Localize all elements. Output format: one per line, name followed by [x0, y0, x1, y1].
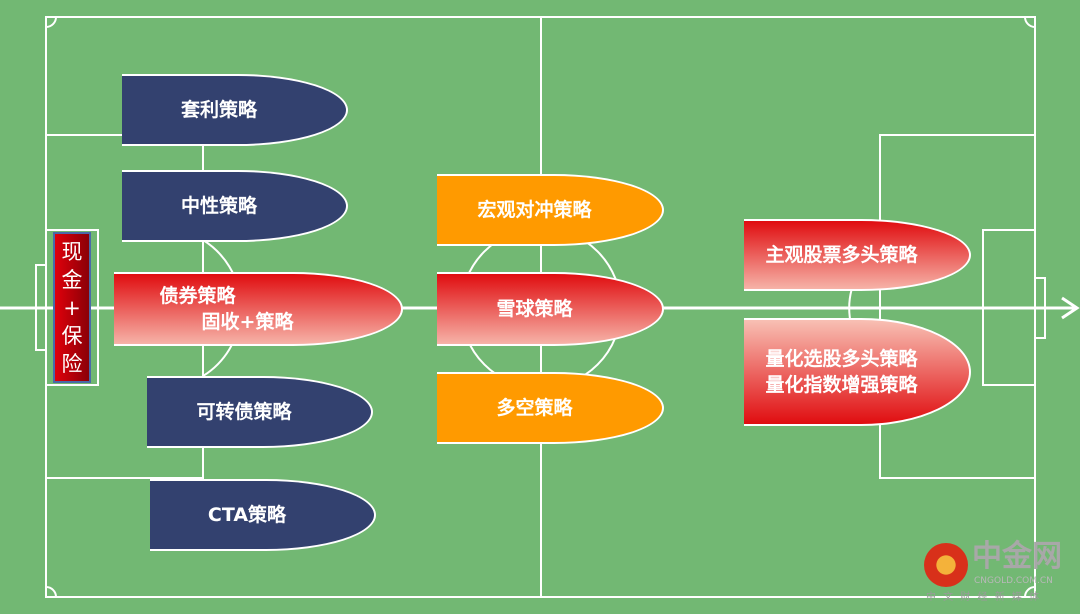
strategy-subjective-equity: 主观股票多头策略 [744, 219, 971, 291]
cngold-watermark: 中金网 CNGOLD.COM.CN 中 文 财 经 新 媒 体 [922, 541, 1072, 611]
label: 量化指数增强策略 [765, 374, 918, 396]
strategy-neutral: 中性策略 [122, 170, 348, 242]
label: 固收+策略 [201, 311, 294, 333]
strategy-long-short: 多空策略 [437, 372, 664, 444]
cngold-logo-icon [924, 543, 968, 587]
watermark-url: CNGOLD.COM.CN [974, 576, 1053, 586]
strategy-cta: CTA策略 [150, 479, 376, 551]
label: 宏观对冲策略 [477, 199, 592, 221]
strategy-macro: 宏观对冲策略 [437, 174, 664, 246]
strategy-snowball: 雪球策略 [437, 272, 664, 346]
box-char: 现 [61, 239, 83, 264]
label: 中性策略 [180, 195, 257, 217]
label: 量化选股多头策略 [765, 348, 918, 370]
strategy-convertible: 可转债策略 [147, 376, 373, 448]
box-char: 金 [61, 267, 83, 292]
label: 主观股票多头策略 [765, 244, 918, 266]
label: 债券策略 [159, 285, 236, 307]
cash-insurance-box: 现 金 + 保 险 [53, 232, 91, 383]
strategy-arbitrage: 套利策略 [122, 74, 348, 146]
box-char: + [63, 295, 81, 320]
strategy-quant: 量化选股多头策略量化指数增强策略 [744, 318, 971, 426]
label: CTA策略 [207, 504, 287, 526]
box-char: 险 [61, 351, 83, 376]
strategy-bond: 债券策略固收+策略 [114, 272, 403, 346]
label: 套利策略 [180, 99, 257, 121]
watermark-tagline: 中 文 财 经 新 媒 体 [926, 592, 1042, 603]
box-char: 保 [61, 323, 83, 348]
label: 雪球策略 [496, 298, 573, 320]
watermark-name: 中金网 [972, 539, 1062, 574]
label: 可转债策略 [196, 401, 292, 423]
label: 多空策略 [496, 397, 573, 419]
